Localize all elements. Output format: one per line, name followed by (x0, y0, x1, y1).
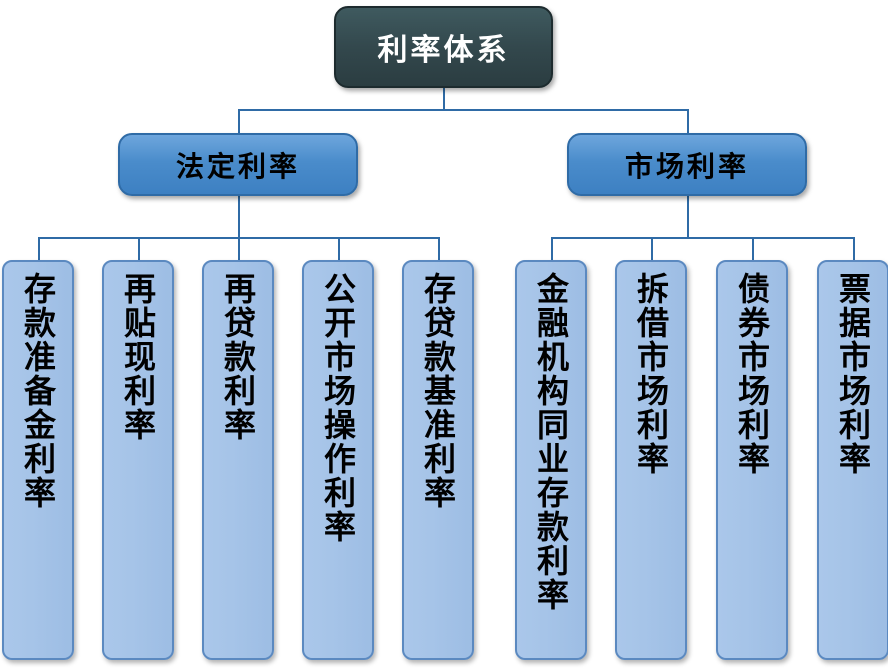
connector-to-branch-2 (687, 109, 689, 133)
connector-branch-2-drop-1 (551, 237, 553, 260)
node-branch-statutory-rate-label: 法定利率 (175, 151, 300, 183)
node-leaf-relending-rate[interactable]: 再贷款利率 (202, 260, 274, 660)
node-root[interactable]: 利率体系 (334, 6, 553, 88)
connector-branch-1-drop-4 (338, 237, 340, 260)
node-leaf-deposit-reserve-rate-label: 存款准备金利率 (20, 272, 56, 510)
connector-root-stem (443, 88, 445, 110)
node-leaf-rediscount-rate[interactable]: 再贴现利率 (102, 260, 174, 660)
node-leaf-interbank-lending-market-rate-label: 拆借市场利率 (633, 272, 669, 476)
connector-branch-2-drop-2 (651, 237, 653, 260)
node-branch-market-rate[interactable]: 市场利率 (567, 133, 807, 196)
connector-branch-2-bus (551, 237, 853, 239)
node-leaf-benchmark-deposit-loan-rate-label: 存贷款基准利率 (420, 272, 456, 510)
connector-to-branch-1 (238, 109, 240, 133)
node-root-label: 利率体系 (377, 34, 510, 67)
node-leaf-relending-rate-label: 再贷款利率 (220, 272, 256, 442)
node-leaf-benchmark-deposit-loan-rate[interactable]: 存贷款基准利率 (402, 260, 474, 660)
node-leaf-bond-market-rate[interactable]: 债券市场利率 (716, 260, 788, 660)
node-leaf-interbank-deposit-rate-label: 金融机构同业存款利率 (533, 272, 569, 612)
connector-branch-1-drop-1 (38, 237, 40, 260)
node-leaf-interbank-lending-market-rate[interactable]: 拆借市场利率 (615, 260, 687, 660)
node-leaf-rediscount-rate-label: 再贴现利率 (120, 272, 156, 442)
node-leaf-bond-market-rate-label: 债券市场利率 (734, 272, 770, 476)
connector-branch-1-stem (238, 196, 240, 238)
node-leaf-deposit-reserve-rate[interactable]: 存款准备金利率 (2, 260, 74, 660)
connector-branch-1-drop-2 (138, 237, 140, 260)
connector-branch-2-stem (687, 196, 689, 238)
node-leaf-open-market-operation-rate[interactable]: 公开市场操作利率 (302, 260, 374, 660)
connector-root-bus (238, 109, 688, 111)
connector-branch-1-drop-5 (438, 237, 440, 260)
connector-branch-2-drop-4 (853, 237, 855, 260)
connector-branch-1-drop-3 (238, 237, 240, 260)
node-leaf-bill-market-rate[interactable]: 票据市场利率 (817, 260, 888, 660)
node-leaf-interbank-deposit-rate[interactable]: 金融机构同业存款利率 (515, 260, 587, 660)
connector-branch-2-drop-3 (752, 237, 754, 260)
node-leaf-bill-market-rate-label: 票据市场利率 (835, 272, 871, 476)
node-branch-statutory-rate[interactable]: 法定利率 (118, 133, 358, 196)
node-branch-market-rate-label: 市场利率 (624, 151, 749, 183)
node-leaf-open-market-operation-rate-label: 公开市场操作利率 (320, 272, 356, 544)
